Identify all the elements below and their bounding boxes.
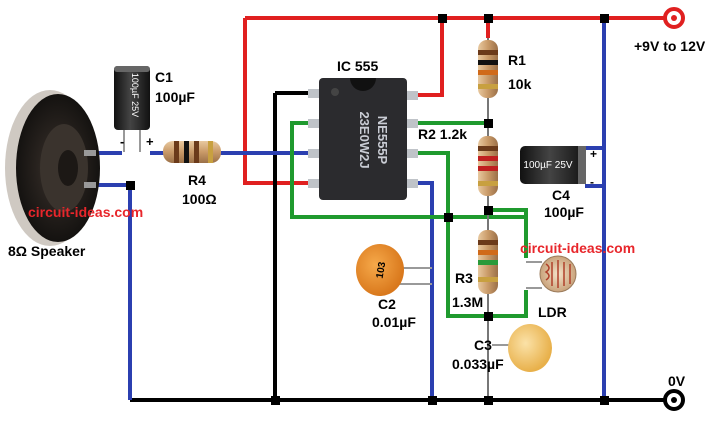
speaker-image <box>5 90 100 246</box>
watermark-left: circuit-ideas.com <box>28 204 143 220</box>
junction-dot <box>444 213 453 222</box>
c4-capacitor: 100µF 25V <box>520 146 586 184</box>
r3-resistor <box>478 230 498 294</box>
c4-body-marking: 100µF 25V <box>523 160 572 171</box>
c4-plus-sign: + <box>590 147 597 161</box>
junction-dot <box>438 14 447 23</box>
r1-label: R1 <box>508 52 526 68</box>
c1-body-marking: 100µF 25V <box>130 73 140 117</box>
c1-capacitor: 100µF 25V <box>114 66 150 152</box>
r4-value: 100Ω <box>182 191 217 207</box>
chip-marking-line1: 23E0W2J <box>357 111 372 168</box>
chip-marking-line2: NE555P <box>375 116 390 165</box>
c2-value: 0.01µF <box>372 314 416 330</box>
wire-pin6-threshold <box>408 151 488 318</box>
r1-value: 10k <box>508 76 532 92</box>
c1-value: 100µF <box>155 89 195 105</box>
junction-dot <box>484 396 493 405</box>
c2-capacitor: 103 <box>356 244 432 296</box>
ldr-sensor <box>526 255 577 293</box>
c4-value: 100µF <box>544 204 584 220</box>
wire-ldr-top <box>488 208 528 258</box>
junction-dot <box>126 181 135 190</box>
labels: C1 100µF R4 100Ω IC 555 R1 10k R2 1.2k C… <box>8 38 706 389</box>
supply-terminal <box>663 7 685 29</box>
wire-pin8-vcc <box>408 18 444 97</box>
junction-dot <box>428 396 437 405</box>
wires <box>95 16 672 402</box>
ldr-label: LDR <box>538 304 567 320</box>
speaker-label: 8Ω Speaker <box>8 243 86 259</box>
junction-dot <box>484 206 493 215</box>
wire-pin4-reset <box>243 18 318 185</box>
c4-label: C4 <box>552 187 570 203</box>
ground-label: 0V <box>668 373 686 389</box>
r3-value: 1.3M <box>452 294 483 310</box>
junction-dot <box>271 396 280 405</box>
ic-555-chip: 23E0W2J NE555P <box>308 78 418 200</box>
junction-dot <box>484 119 493 128</box>
r2-resistor <box>478 136 498 196</box>
r2-label: R2 1.2k <box>418 126 467 142</box>
junctions <box>126 14 609 405</box>
junction-dot <box>484 14 493 23</box>
watermark-right: circuit-ideas.com <box>520 240 635 256</box>
ground-terminal <box>663 389 685 411</box>
c1-plus-sign: + <box>146 134 154 149</box>
junction-dot <box>600 396 609 405</box>
c3-label: C3 <box>474 337 492 353</box>
r4-label: R4 <box>188 172 206 188</box>
c3-value: 0.033µF <box>452 356 504 372</box>
r1-resistor <box>478 40 498 98</box>
supply-label: +9V to 12V <box>634 38 706 54</box>
c2-label: C2 <box>378 296 396 312</box>
c1-minus-sign: - <box>120 134 124 149</box>
wire-ldr-bottom <box>488 290 528 318</box>
ic-label: IC 555 <box>337 58 378 74</box>
r3-label: R3 <box>455 270 473 286</box>
c3-capacitor <box>492 324 552 372</box>
r4-resistor <box>163 141 221 163</box>
c4-minus-sign: - <box>590 175 594 189</box>
c2-code-marking: 103 <box>375 261 389 280</box>
wire-pin2-trigger <box>290 121 526 219</box>
junction-dot <box>600 14 609 23</box>
c1-label: C1 <box>155 69 173 85</box>
junction-dot <box>484 312 493 321</box>
